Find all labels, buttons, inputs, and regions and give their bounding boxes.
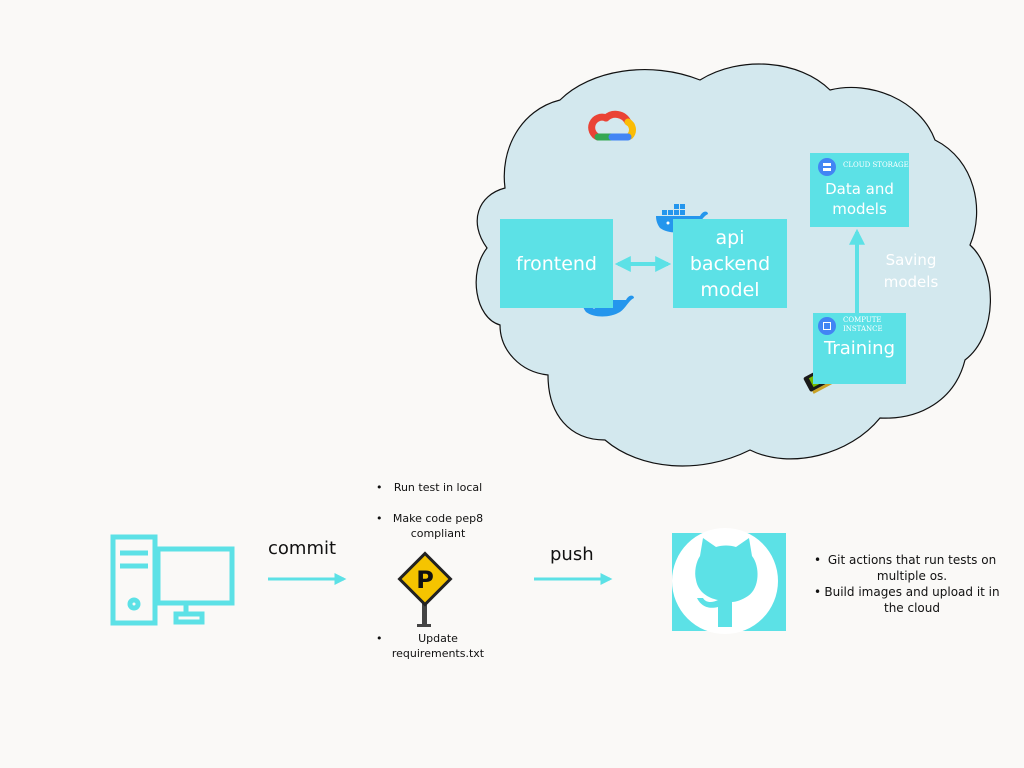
api-label-line3: model xyxy=(700,278,760,301)
github-step-item: Git actions that run tests on multiple o… xyxy=(814,552,1002,584)
github-step-item: Build images and upload it in the cloud xyxy=(814,584,1002,616)
storage-label-line2: models xyxy=(832,200,887,218)
compute-service-icon xyxy=(818,317,836,335)
storage-service-label: CLOUD STORAGE xyxy=(843,161,909,169)
github-step-text: Git actions that run tests on multiple o… xyxy=(827,553,997,583)
api-label-line1: api xyxy=(715,226,745,249)
storage-label-line1: Data and xyxy=(825,180,894,198)
cloud-storage-box: CLOUD STORAGE Data and models xyxy=(810,153,909,227)
saving-label-line1: Saving xyxy=(885,251,937,269)
api-backend-box: api backend model xyxy=(673,219,787,308)
local-step-text: Run test in local xyxy=(393,481,483,494)
storage-service-icon xyxy=(818,158,836,176)
compute-service-label-1: COMPUTE xyxy=(843,316,882,324)
frontend-box: frontend xyxy=(500,219,613,308)
commit-label: commit xyxy=(268,538,337,559)
github-step-text: Build images and upload it in the cloud xyxy=(824,585,1000,615)
local-step-text: Make code pep8 compliant xyxy=(392,512,484,540)
push-label: push xyxy=(550,544,594,565)
local-step-text: Update requirements.txt xyxy=(391,632,485,660)
saving-models-label: Saving models xyxy=(872,249,950,293)
compute-service-label-2: INSTANCE xyxy=(843,325,883,333)
local-step-item: Update requirements.txt xyxy=(376,631,498,661)
compute-instance-box: COMPUTE INSTANCE Training xyxy=(813,313,906,384)
desktop-computer-icon xyxy=(110,534,235,626)
api-label-line2: backend xyxy=(689,252,771,275)
frontend-label: frontend xyxy=(516,252,597,275)
github-logo-icon xyxy=(672,528,786,634)
google-cloud-logo-icon xyxy=(588,110,636,141)
p-sign-icon: P xyxy=(397,551,453,627)
svg-text:P: P xyxy=(416,566,434,594)
saving-label-line2: models xyxy=(883,273,939,291)
local-step-item: Make code pep8 compliant xyxy=(376,511,498,541)
training-label: Training xyxy=(823,338,896,359)
local-step-item: Run test in local xyxy=(376,480,498,495)
